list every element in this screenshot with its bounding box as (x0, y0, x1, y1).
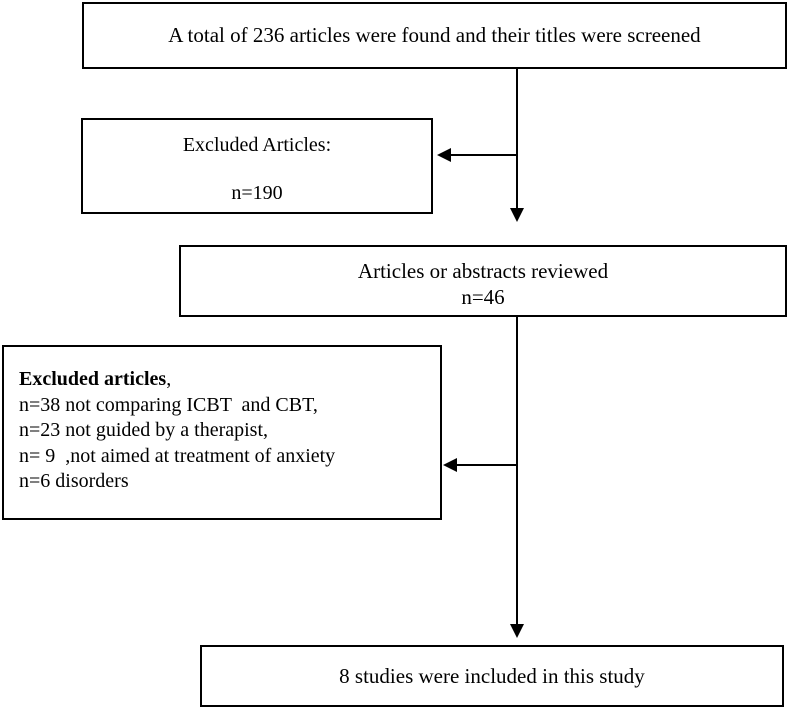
excluded-reason-2: n=23 not guided by a therapist, (19, 419, 269, 441)
reviewed-count: n=46 (461, 285, 505, 309)
excluded-reason-1: n=38 not comparing ICBT and CBT, (19, 393, 318, 416)
excluded-label-1: Excluded Articles: (182, 134, 332, 156)
total-articles-text: A total of 236 articles were found and t… (168, 23, 701, 47)
included-studies-box: 8 studies were included in this study (200, 645, 784, 707)
excluded-heading-bold: Excluded articles (19, 368, 167, 390)
excluded-articles-box-1: Excluded Articles: n=190 (81, 118, 433, 214)
arrow-to-excluded-2 (443, 458, 457, 472)
arrow-to-final (510, 624, 524, 638)
excluded-heading-suffix: , (166, 368, 172, 390)
total-articles-box: A total of 236 articles were found and t… (82, 2, 787, 69)
main-flow-line-2 (516, 317, 518, 625)
main-flow-line-1 (516, 69, 518, 209)
reviewed-articles-box: Articles or abstracts reviewed n=46 (179, 245, 787, 317)
excluded-count-1: n=190 (231, 182, 283, 204)
excluded-reason-4: n=6 disorders (19, 470, 129, 492)
excluded-articles-box-2: Excluded articles, n=38 not comparing IC… (2, 345, 442, 520)
arrow-to-reviewed (510, 208, 524, 222)
excluded-heading: Excluded articles, (19, 367, 440, 393)
included-studies-text: 8 studies were included in this study (339, 663, 645, 688)
excluded-reason-3: n= 9 ,not aimed at treatment of anxiety (19, 444, 336, 467)
exclusion-line-2 (456, 464, 517, 466)
exclusion-line-1 (450, 154, 517, 156)
reviewed-label: Articles or abstracts reviewed (357, 259, 609, 283)
arrow-to-excluded-1 (437, 148, 451, 162)
